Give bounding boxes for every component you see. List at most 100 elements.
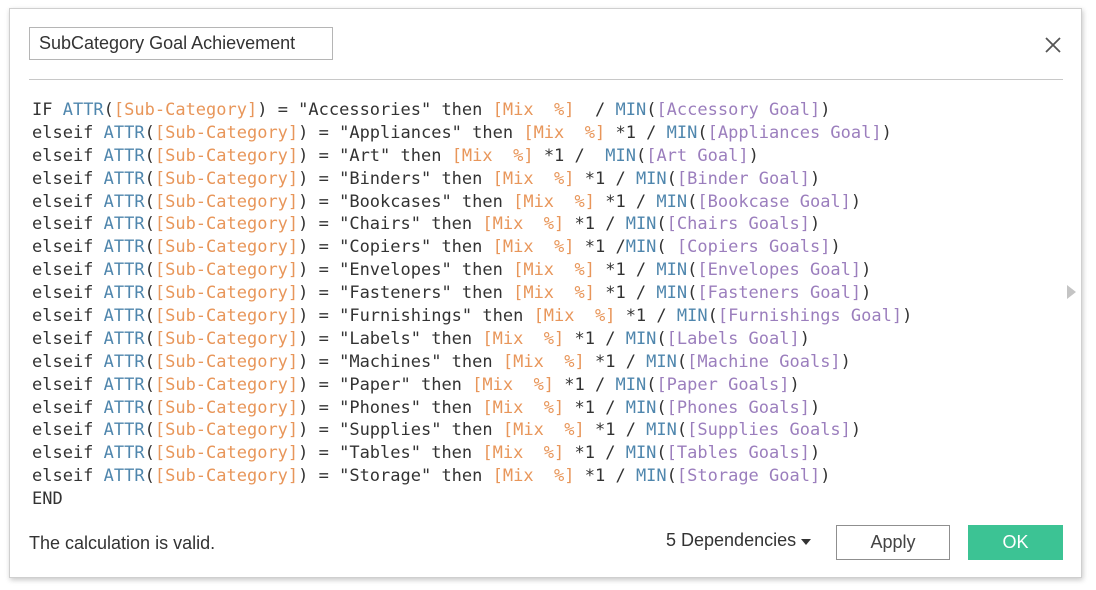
code-text: *1 / bbox=[605, 122, 667, 143]
code-text: ) bbox=[830, 237, 841, 258]
code-text: ( bbox=[687, 191, 698, 212]
function-token: ATTR bbox=[103, 420, 145, 441]
field-token: [Sub-Category] bbox=[154, 420, 299, 441]
validation-status: The calculation is valid. bbox=[29, 533, 216, 553]
code-text: *1 / bbox=[564, 443, 626, 464]
parameter-token: [Bookcase Goal] bbox=[697, 191, 851, 212]
code-text: ) = "Envelopes" then bbox=[298, 260, 514, 281]
parameter-token: [Chairs Goals] bbox=[666, 214, 810, 235]
code-text: ( bbox=[687, 260, 698, 281]
code-line: elseif ATTR([Sub-Category]) = "Binders" … bbox=[32, 168, 1042, 191]
formula-editor[interactable]: IF ATTR([Sub-Category]) = "Accessories" … bbox=[32, 99, 1042, 519]
code-text: ( bbox=[144, 351, 155, 372]
caret-down-icon bbox=[801, 538, 812, 545]
code-text: ) = "Storage" then bbox=[298, 466, 493, 487]
function-token: ATTR bbox=[103, 260, 145, 281]
function-token: ATTR bbox=[103, 397, 145, 418]
code-text: *1 / bbox=[564, 328, 626, 349]
function-token: MIN bbox=[646, 420, 677, 441]
code-text: *1 / bbox=[554, 374, 616, 395]
code-text: *1 / bbox=[564, 397, 626, 418]
code-text: elseif bbox=[32, 214, 104, 235]
parameter-token: [Copiers Goals] bbox=[676, 237, 831, 258]
code-text: elseif bbox=[32, 420, 104, 441]
function-token: MIN bbox=[646, 351, 677, 372]
code-line: elseif ATTR([Sub-Category]) = "Art" then… bbox=[32, 145, 1042, 168]
code-line: elseif ATTR([Sub-Category]) = "Envelopes… bbox=[32, 259, 1042, 282]
field-token: [Sub-Category] bbox=[154, 168, 299, 189]
function-token: MIN bbox=[605, 145, 636, 166]
function-token: MIN bbox=[676, 306, 708, 327]
code-text: elseif bbox=[32, 443, 104, 464]
field-token: [Mix %] bbox=[513, 283, 595, 304]
code-text: elseif bbox=[32, 260, 104, 281]
code-text: ( bbox=[144, 214, 155, 235]
code-text: elseif bbox=[32, 191, 104, 212]
function-token: ATTR bbox=[103, 283, 145, 304]
scroll-right-arrow-icon[interactable] bbox=[1067, 285, 1076, 299]
field-token: [Sub-Category] bbox=[154, 214, 299, 235]
field-token: [Mix %] bbox=[492, 168, 575, 189]
code-text: ) bbox=[840, 351, 851, 372]
code-text: ) = "Copiers" then bbox=[298, 237, 493, 258]
field-token: [Mix %] bbox=[482, 443, 565, 464]
code-text: *1 / bbox=[533, 145, 606, 166]
code-text: ( bbox=[144, 260, 155, 281]
field-token: [Mix %] bbox=[482, 328, 565, 349]
code-text: ( bbox=[144, 420, 155, 441]
code-text: ( bbox=[687, 283, 698, 304]
code-text: *1 / bbox=[584, 351, 647, 372]
code-text: *1 / bbox=[615, 306, 677, 327]
field-token: [Sub-Category] bbox=[154, 260, 299, 281]
dependencies-dropdown[interactable]: 5 Dependencies bbox=[666, 530, 812, 551]
ok-button[interactable]: OK bbox=[968, 525, 1063, 560]
function-token: ATTR bbox=[103, 237, 145, 258]
close-icon bbox=[1045, 37, 1061, 53]
code-text: ( bbox=[676, 420, 688, 441]
code-text: ) = "Chairs" then bbox=[298, 214, 483, 235]
field-token: [Sub-Category] bbox=[154, 145, 299, 166]
code-text: *1 / bbox=[584, 420, 647, 441]
apply-button[interactable]: Apply bbox=[836, 525, 950, 560]
code-text: ) bbox=[902, 306, 913, 327]
function-token: MIN bbox=[625, 328, 657, 349]
field-token: [Sub-Category] bbox=[154, 374, 299, 395]
function-token: MIN bbox=[625, 443, 657, 464]
code-text: *1 / bbox=[594, 260, 657, 281]
code-text: ) bbox=[820, 466, 831, 487]
code-text: elseif bbox=[32, 283, 104, 304]
field-token: [Sub-Category] bbox=[154, 237, 299, 258]
code-line: elseif ATTR([Sub-Category]) = "Phones" t… bbox=[32, 397, 1042, 420]
field-token: [Sub-Category] bbox=[154, 443, 299, 464]
parameter-token: [Fasteners Goal] bbox=[697, 283, 862, 304]
code-text: / bbox=[574, 100, 616, 120]
parameter-token: [Tables Goals] bbox=[666, 443, 810, 464]
calculation-name-input[interactable] bbox=[29, 27, 333, 60]
code-text: ( bbox=[144, 306, 155, 327]
function-token: MIN bbox=[656, 191, 688, 212]
code-text: elseif bbox=[32, 168, 104, 189]
field-token: [Mix %] bbox=[492, 100, 575, 120]
parameter-token: [Furnishings Goal] bbox=[717, 306, 903, 327]
code-text: *1 / bbox=[574, 168, 636, 189]
function-token: MIN bbox=[635, 168, 667, 189]
code-line: elseif ATTR([Sub-Category]) = "Bookcases… bbox=[32, 191, 1042, 214]
field-token: [Sub-Category] bbox=[154, 328, 299, 349]
function-token: MIN bbox=[656, 283, 688, 304]
code-text: ( bbox=[144, 122, 155, 143]
code-text: elseif bbox=[32, 351, 104, 372]
close-button[interactable] bbox=[1037, 29, 1069, 61]
code-text: ) bbox=[861, 283, 872, 304]
field-token: [Mix %] bbox=[502, 420, 585, 441]
code-text: elseif bbox=[32, 145, 104, 166]
function-token: ATTR bbox=[103, 328, 145, 349]
parameter-token: [Art Goal] bbox=[646, 145, 749, 166]
field-token: [Mix %] bbox=[523, 122, 606, 143]
header-divider bbox=[29, 79, 1063, 80]
code-line: elseif ATTR([Sub-Category]) = "Tables" t… bbox=[32, 442, 1042, 465]
field-token: [Mix %] bbox=[502, 351, 585, 372]
code-text: ) = "Tables" then bbox=[298, 443, 483, 464]
function-token: MIN bbox=[615, 100, 647, 120]
code-text: elseif bbox=[32, 306, 104, 327]
code-text: ( bbox=[666, 168, 677, 189]
